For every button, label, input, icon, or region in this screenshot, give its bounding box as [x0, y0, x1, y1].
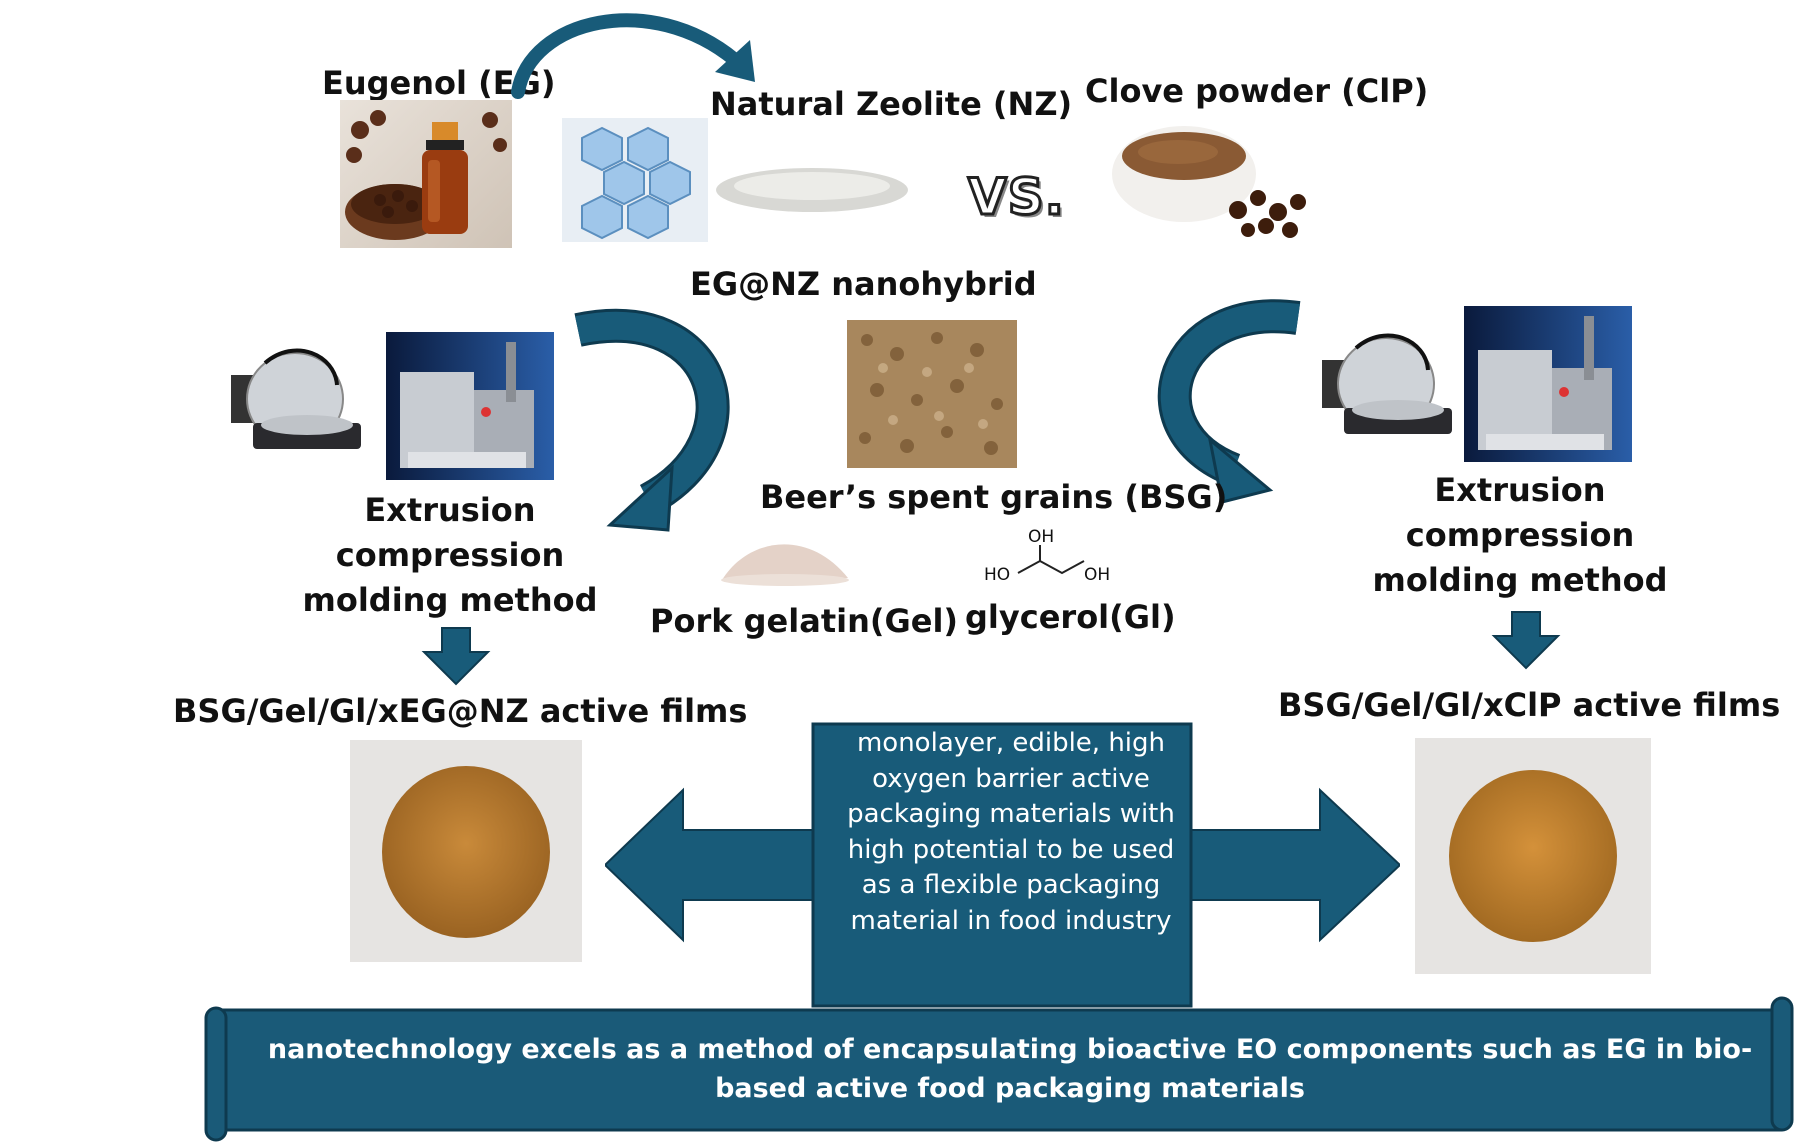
curved-arrow-right: [1157, 299, 1301, 504]
curved-arrow-left: [574, 308, 730, 532]
extrusion-right-line2: compression: [1405, 516, 1635, 554]
extrusion-right-line3: molding method: [1372, 561, 1668, 599]
clove-powder-photo: [1108, 112, 1312, 250]
right-extruder-photo: [1464, 306, 1632, 462]
nanohybrid-label: EG@NZ nanohybrid: [690, 265, 1037, 303]
glycerol-structure: OH HO OH: [970, 525, 1120, 595]
film-right-label: BSG/Gel/Gl/xClP active films: [1278, 686, 1781, 724]
zeolite-powder-photo: [712, 150, 912, 220]
eugenol-oil-photo: [340, 100, 512, 248]
center-box-line3: packaging materials with: [847, 799, 1175, 829]
left-press-photo: [225, 345, 365, 460]
double-arrow: [605, 722, 1400, 1008]
zeolite-label: Natural Zeolite (NZ): [710, 85, 1073, 123]
glycerol-label: glycerol(Gl): [965, 598, 1176, 636]
center-box-line6: material in food industry: [850, 905, 1172, 936]
film-left-label: BSG/Gel/Gl/xEG@NZ active films: [173, 692, 748, 730]
glycerol-oh-top: OH: [1028, 527, 1055, 547]
center-box-line4: high potential to be used: [847, 834, 1175, 865]
extrusion-left-line2: compression: [335, 536, 565, 574]
extrusion-right-label: Extrusion compression molding method: [1370, 468, 1670, 603]
down-arrow-right: [1491, 611, 1561, 670]
banner-text: nanotechnology excels as a method of enc…: [250, 1030, 1770, 1108]
right-press-photo: [1316, 330, 1456, 445]
glycerol-oh-right: OH: [1084, 565, 1111, 585]
center-box-line2: oxygen barrier active: [872, 763, 1150, 794]
bsg-photo: [847, 320, 1017, 468]
clove-label: Clove powder (ClP): [1085, 72, 1429, 110]
zeolite-structure-image: [562, 118, 708, 242]
center-box-text: monolayer, edible, high oxygen barrier a…: [818, 726, 1204, 1004]
gelatin-powder-photo: [718, 528, 852, 588]
gelatin-label: Pork gelatin(Gel): [650, 602, 959, 640]
center-box-line1: monolayer, edible, high: [856, 728, 1166, 758]
film-left-photo: [350, 740, 582, 962]
glycerol-ho-left: HO: [984, 565, 1011, 585]
banner-line1: nanotechnology excels as a method of enc…: [267, 1034, 1753, 1065]
extrusion-right-line1: Extrusion: [1434, 471, 1606, 509]
bsg-label: Beer’s spent grains (BSG): [760, 478, 1228, 516]
extrusion-left-line3: molding method: [302, 581, 598, 619]
vs-label: VS.: [967, 167, 1066, 228]
left-extruder-photo: [386, 332, 554, 480]
film-right-photo: [1415, 738, 1651, 974]
center-box-line5: as a flexible packaging: [861, 870, 1161, 900]
scroll-banner: [204, 996, 1794, 1142]
extrusion-left-label: Extrusion compression molding method: [300, 488, 600, 623]
extrusion-left-line1: Extrusion: [364, 491, 536, 529]
banner-line2: based active food packaging materials: [715, 1073, 1305, 1104]
curved-arrow-eg-to-nz: [511, 13, 755, 99]
down-arrow-left: [421, 627, 491, 686]
